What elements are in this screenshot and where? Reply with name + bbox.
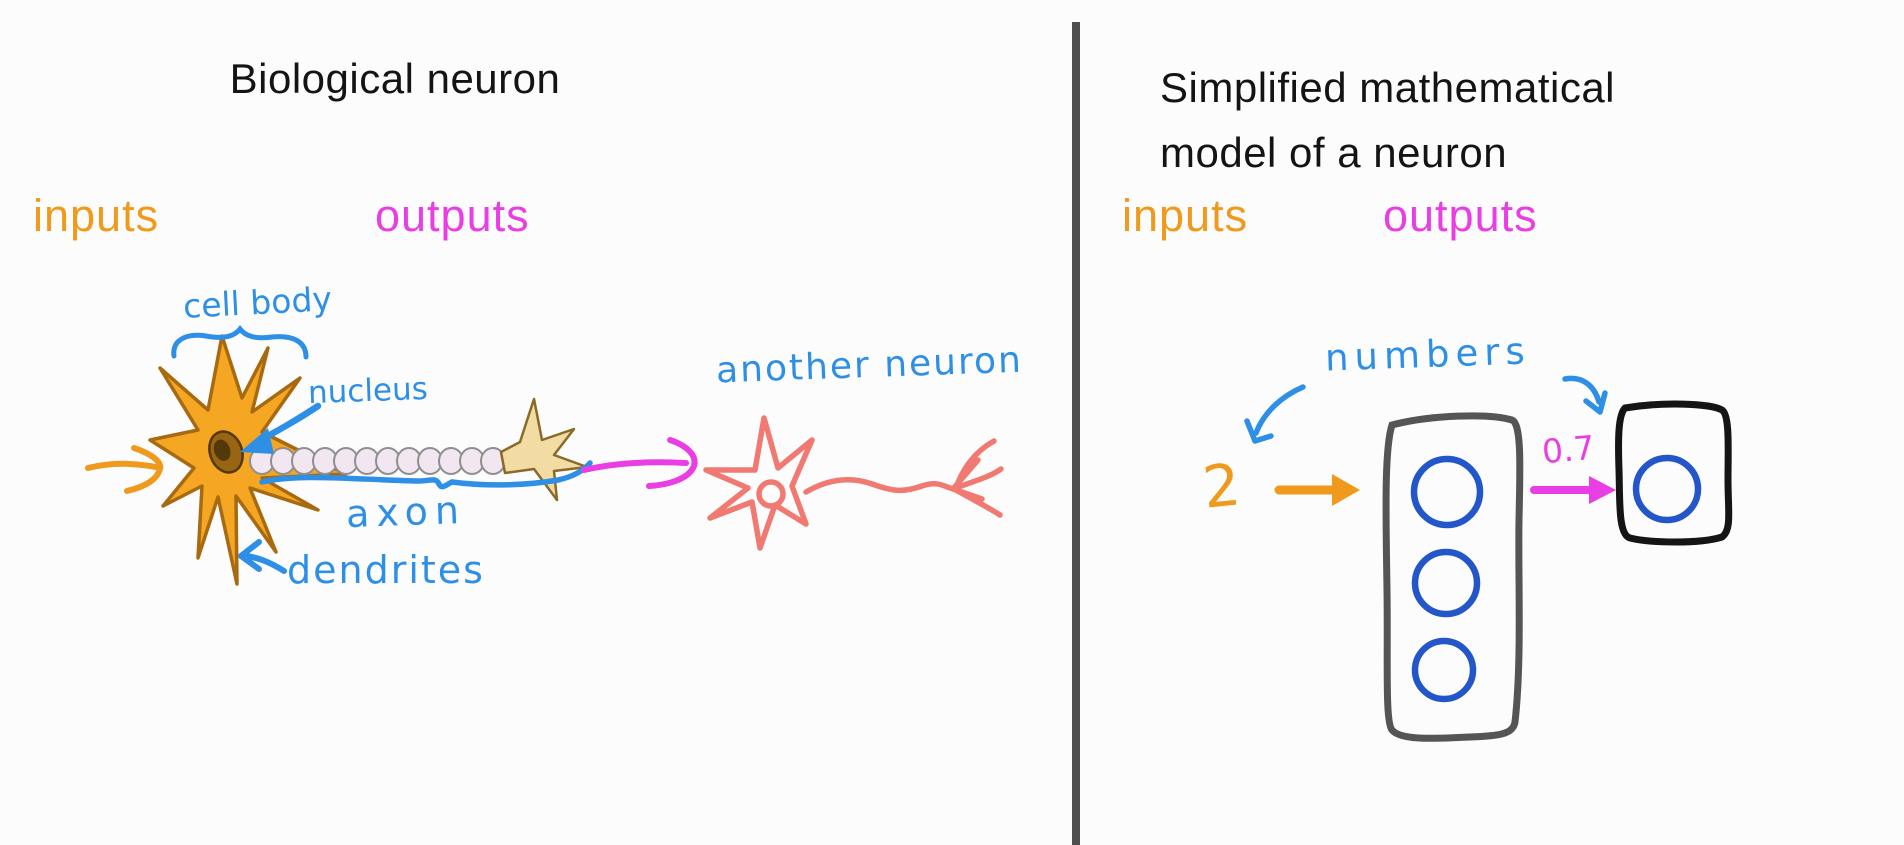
input-layer-box bbox=[1382, 412, 1524, 742]
biological-output-arrow bbox=[581, 437, 698, 489]
dendrites-arrow bbox=[238, 539, 287, 574]
right-inputs-label: inputs bbox=[1122, 190, 1249, 241]
another-neuron-drawing bbox=[703, 415, 1004, 551]
model-output-arrow bbox=[1530, 476, 1616, 504]
nucleus-shape bbox=[208, 430, 244, 474]
dendrites-label: dendrites bbox=[287, 548, 485, 592]
numbers-arrow-left bbox=[1244, 384, 1306, 444]
numbers-arrow-right bbox=[1562, 375, 1608, 415]
input-neuron-circles bbox=[1410, 455, 1484, 703]
output-box bbox=[1615, 400, 1733, 546]
left-inputs-label: inputs bbox=[33, 190, 160, 241]
axon-terminal bbox=[499, 397, 589, 502]
nucleus-label: nucleus bbox=[307, 370, 429, 412]
cell-body-brace bbox=[171, 324, 309, 360]
axon-underline-brace bbox=[259, 460, 593, 490]
numbers-label: numbers bbox=[1324, 329, 1532, 380]
neuron-cell-body bbox=[148, 334, 348, 586]
left-outputs-label: outputs bbox=[375, 190, 530, 241]
cell-body-label: cell body bbox=[182, 279, 333, 326]
right-outputs-label: outputs bbox=[1383, 190, 1538, 241]
model-input-arrow bbox=[1274, 474, 1360, 506]
right-panel-title-line1: Simplified mathematical bbox=[1160, 64, 1616, 111]
input-value-label: 2 bbox=[1199, 450, 1244, 522]
axon-label: axon bbox=[345, 487, 467, 537]
output-value-label: 0.7 bbox=[1540, 427, 1597, 472]
right-panel-title-line2: model of a neuron bbox=[1160, 129, 1508, 177]
nucleus-arrow bbox=[240, 402, 322, 454]
right-panel-title: Simplified mathematical model of a neuro… bbox=[1160, 55, 1615, 185]
output-neuron-circle bbox=[1632, 454, 1702, 524]
axon-beads bbox=[249, 447, 506, 475]
biological-input-arrow bbox=[85, 445, 164, 494]
left-panel-title: Biological neuron bbox=[229, 55, 561, 102]
